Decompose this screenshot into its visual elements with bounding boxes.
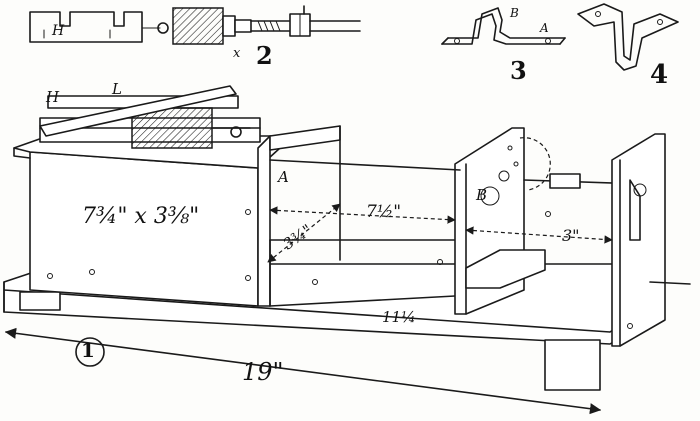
upright-a [257,125,341,307]
figure-2-assembly [29,5,361,45]
slide-rail-l [39,85,237,137]
label-b-fig3: B [509,6,519,20]
block-block [465,249,546,289]
figure-number-3: 3 [510,56,527,85]
dim-overall-length: 19" [242,358,284,386]
dim-base-length: 11¼ [382,308,416,326]
figure-number-4: 4 [650,60,668,90]
label-a-main: A [278,168,289,186]
figure-number-2: 2 [256,41,273,70]
label-x-fig2: x [233,46,241,61]
label-h-fig2: H [51,23,65,39]
dimension-lines [4,203,613,415]
label-l-main: L [112,80,122,98]
label-h-main: H [46,88,60,106]
label-a-fig3: A [539,21,549,35]
figure-3-strap [441,7,566,45]
label-b-main: B [476,186,488,204]
figure-number-1: 1 [81,338,95,362]
dim-span-center: 7½" [366,202,402,222]
right-end-frame [545,133,691,347]
dim-box-size: 7¾" x 3⅜" [82,204,200,229]
figure-4-bracket [577,3,679,71]
figure-1-circle [75,337,105,367]
dim-span-right: 3" [562,226,580,245]
